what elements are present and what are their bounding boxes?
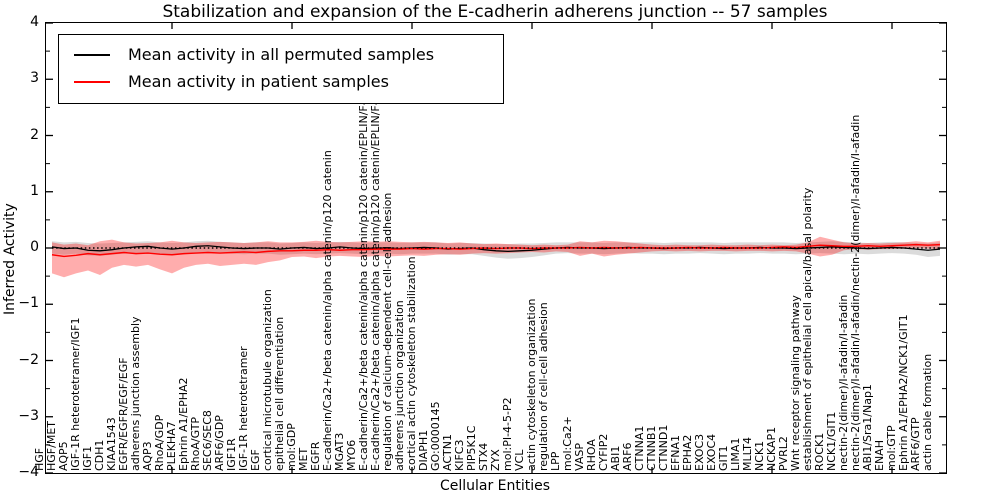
- x-tick-label: ABI1: [608, 445, 622, 471]
- x-tick-label: PIP5K1C: [464, 425, 478, 471]
- x-tick-label: HGF/MET: [44, 421, 58, 471]
- x-tick-label: CTNNB1: [644, 425, 658, 471]
- y-tick-label: −1: [18, 295, 39, 312]
- x-tick-label: adherens junction assembly: [128, 316, 142, 471]
- legend-row-patient: Mean activity in patient samples: [59, 68, 503, 95]
- x-tick-label: CDH1: [92, 439, 106, 471]
- x-tick-label: Wnt receptor signaling pathway: [788, 295, 802, 471]
- x-tick-label: epithelial cell differentiation: [272, 316, 286, 471]
- y-tick-label: 4: [30, 14, 39, 30]
- legend-row-permuted: Mean activity in all permuted samples: [59, 41, 503, 68]
- x-tick-label: GIT1: [716, 445, 730, 472]
- x-tick-label: VCL: [512, 449, 526, 471]
- plot-area: Mean activity in all permuted samples Me…: [33, 22, 947, 474]
- x-tick-label: KIFC3: [452, 439, 466, 471]
- permuted-line-sample: [74, 53, 110, 56]
- x-tick-label: actin cable formation: [920, 353, 934, 471]
- x-tick-label: MYO6: [344, 439, 358, 471]
- x-tick-label: ENAH: [872, 440, 886, 471]
- x-tick-label: mol:GDP: [284, 423, 298, 471]
- x-tick-label: IGF1R: [224, 438, 238, 471]
- x-tick-label: AQP5: [56, 441, 70, 471]
- y-tick-label: −3: [18, 407, 39, 424]
- x-tick-label: RhoA/GDP: [152, 414, 166, 471]
- y-tick-label: 3: [30, 70, 39, 87]
- x-tick-label: VASP: [572, 443, 586, 471]
- x-tick-label: cortical microtubule organization: [260, 289, 274, 471]
- x-tick-label: mol:Ca2+: [560, 416, 574, 471]
- x-tick-label: CYFIP2: [596, 433, 610, 471]
- x-tick-label: EPHA2: [680, 434, 694, 471]
- chart-title: Stabilization and expansion of the E-cad…: [162, 2, 828, 22]
- x-tick-label: LIMA1: [728, 437, 742, 471]
- x-tick-label: RhoA/GTP: [188, 416, 202, 471]
- x-tick-label: CTNND1: [656, 424, 670, 471]
- x-tick-label: PLEKHA7: [164, 421, 178, 471]
- x-tick-label: GO:0000145: [428, 401, 442, 471]
- x-tick-label: ARF6: [620, 442, 634, 472]
- x-tick-label: NCKAP1: [764, 426, 778, 471]
- x-tick-label: EGFR/EGFR/EGF/EGF: [116, 357, 130, 471]
- x-tick-label: ROCK1: [812, 432, 826, 471]
- x-tick-label: mol:GTP: [884, 425, 898, 471]
- x-tick-label: EFNA1: [668, 434, 682, 471]
- x-tick-label: SEC6/SEC8: [200, 410, 214, 471]
- x-tick-label: EGFR: [308, 441, 322, 471]
- x-tick-label: DIAPH1: [416, 429, 430, 471]
- legend-label-patient: Mean activity in patient samples: [128, 72, 389, 91]
- x-tick-label: STX4: [476, 442, 490, 471]
- x-tick-label: CTNNA1: [632, 425, 646, 471]
- x-tick-label: nectin-2(dimer)/I-afadin/I-afadin: [836, 294, 850, 471]
- x-tick-label: E-cadherin/Ca2+/beta catenin/alpha caten…: [368, 49, 382, 471]
- x-tick-label: ACTN1: [440, 434, 454, 471]
- x-tick-label: MGAT3: [332, 432, 346, 471]
- patient-line-sample: [74, 80, 110, 83]
- y-tick-label: 1: [30, 182, 39, 199]
- y-tick-label: 0: [30, 239, 39, 255]
- x-axis-label: Cellular Entities: [439, 478, 551, 494]
- x-tick-label: MLLT4: [740, 437, 754, 471]
- x-tick-label: nectin-2(dimer)/I-afadin/I-afadin/nectin…: [848, 114, 862, 471]
- x-tick-label: KIAA1543: [104, 417, 118, 471]
- x-tick-label: adherens junction organization: [392, 300, 406, 471]
- x-tick-label: EGF: [248, 449, 262, 471]
- x-tick-label: LPP: [548, 451, 562, 471]
- x-tick-label: mol:PI-4-5-P2: [500, 397, 514, 471]
- x-tick-label: AQP3: [140, 441, 154, 471]
- x-tick-label: regulation of calcium-dependent cell-cel…: [380, 192, 394, 471]
- x-tick-label: Ephrin A1/EPHA2/NCK1/GIT1: [896, 314, 910, 471]
- x-tick-label: IGF1: [80, 445, 94, 471]
- x-tick-label: ABI1/Sra1/Nap1: [860, 384, 874, 471]
- x-tick-label: ARF6/GDP: [212, 415, 226, 471]
- legend-label-permuted: Mean activity in all permuted samples: [128, 45, 435, 64]
- x-tick-label: ARF6/GTP: [908, 417, 922, 471]
- legend: Mean activity in all permuted samples Me…: [58, 34, 504, 104]
- x-tick-label: EXOC3: [692, 433, 706, 471]
- x-tick-label: IGF-1R heterotetramer: [236, 346, 250, 471]
- x-tick-label: IGF-1R heterotetramer/IGF1: [68, 317, 82, 472]
- x-tick-label: actin cytoskeleton organization: [524, 298, 538, 471]
- x-tick-label: NCK1: [752, 440, 766, 471]
- x-tick-label: NCK1/GIT1: [824, 411, 838, 471]
- x-tick-label: establishment of epithelial cell apical/…: [800, 187, 814, 471]
- x-tick-label: regulation of cell-cell adhesion: [536, 302, 550, 471]
- y-tick-label: 2: [30, 126, 39, 143]
- x-tick-label: Ephrin A1/EPHA2: [176, 377, 190, 471]
- x-tick-label: RHOA: [584, 439, 598, 471]
- y-tick-label: −2: [18, 351, 39, 368]
- x-tick-label: cortical actin cytoskeleton stabilizatio…: [404, 256, 418, 471]
- y-tick-label: −4: [18, 464, 39, 480]
- x-tick-label: ZYX: [488, 449, 502, 471]
- x-tick-label: EXOC4: [704, 433, 718, 471]
- x-tick-label: E-cadherin/Ca2+/beta catenin/alpha caten…: [320, 150, 334, 471]
- x-tick-label: MET: [296, 447, 310, 471]
- x-tick-label: PVRL2: [776, 436, 790, 471]
